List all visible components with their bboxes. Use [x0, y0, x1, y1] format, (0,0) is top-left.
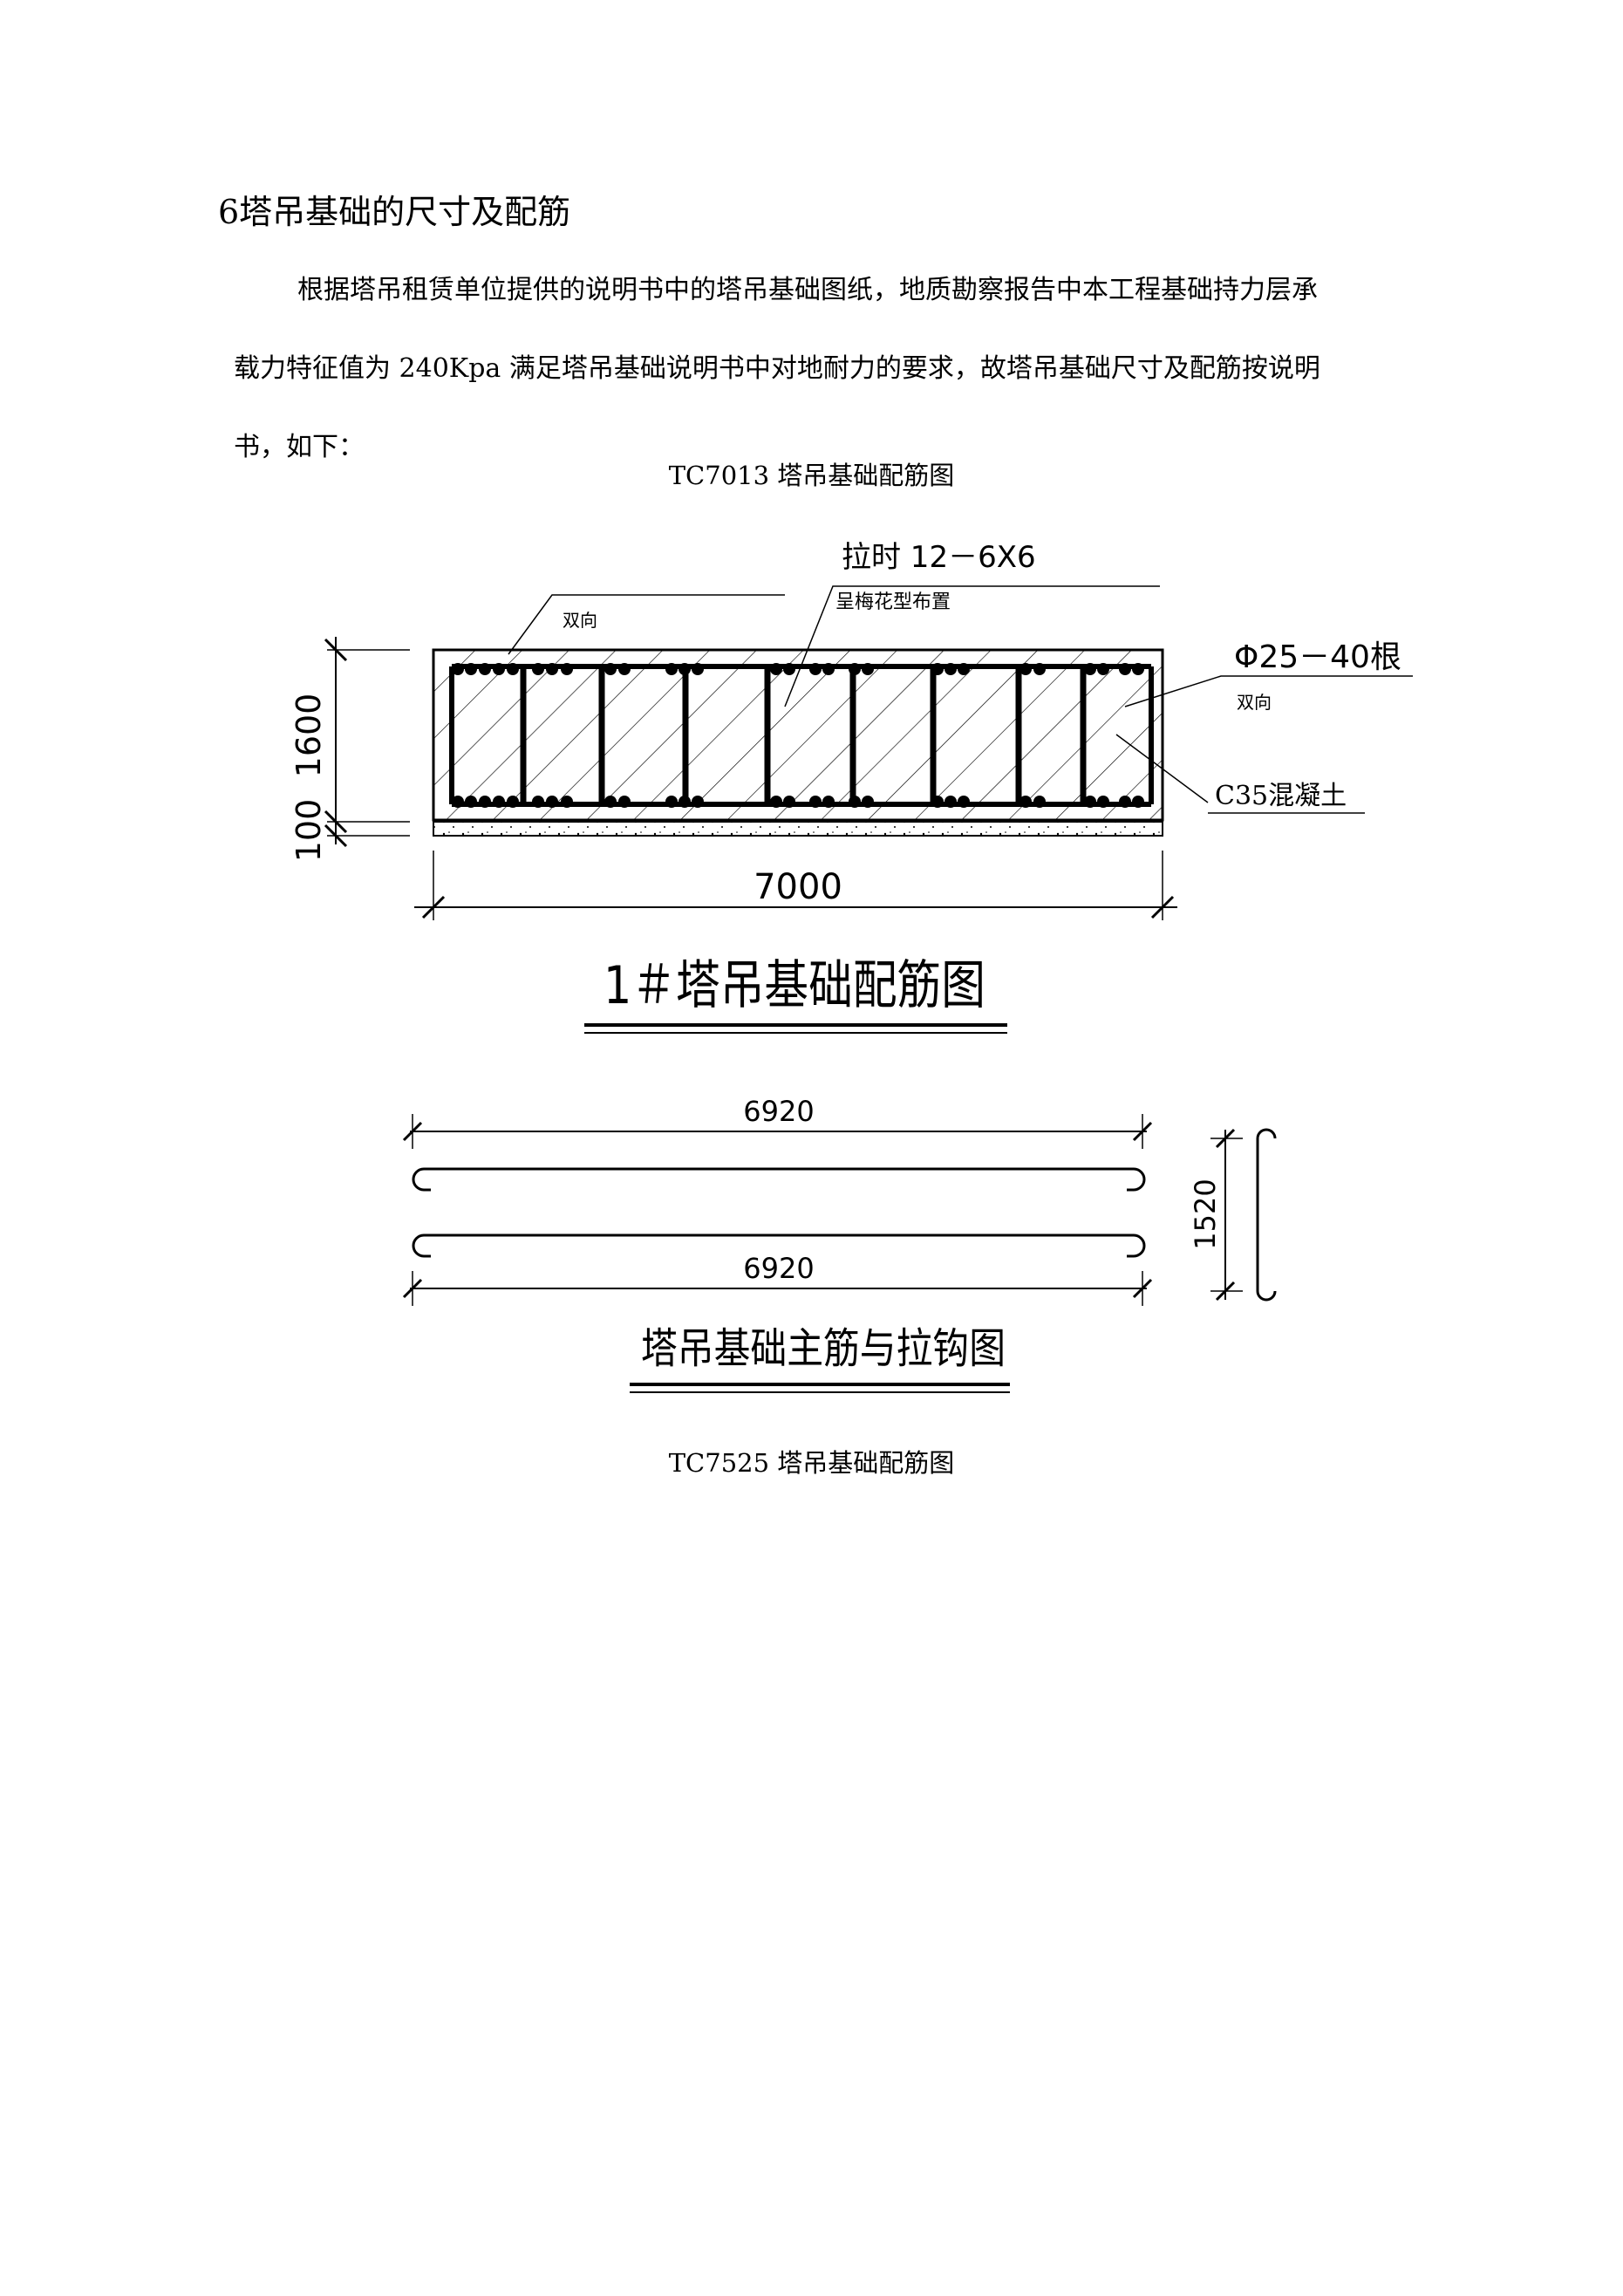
caption-tc7013: TC7013 塔吊基础配筋图 [668, 461, 955, 490]
paragraph-line-2: 载力特征值为 240Kpa 满足塔吊基础说明书中对地耐力的要求，故塔吊基础尺寸及… [234, 353, 1320, 384]
rebar-dot-16 [561, 796, 573, 808]
rebar-dot-4 [465, 796, 477, 808]
dim-base: 100 [290, 799, 328, 863]
rebar-dot-6 [479, 796, 491, 808]
rebar-dot-10 [507, 796, 519, 808]
rebar-dot-19 [618, 663, 631, 675]
label-both-right: 双向 [1237, 692, 1272, 713]
dim-hook: 1520 [1189, 1179, 1222, 1249]
rebar-dot-28 [770, 796, 782, 808]
rebar-dot-55 [1132, 663, 1144, 675]
rebar-dot-18 [604, 796, 617, 808]
dim-top: 6920 [743, 1095, 814, 1128]
section-heading: 6塔吊基础的尺寸及配筋 [218, 193, 571, 231]
label-both-left: 双向 [563, 610, 597, 631]
rebar-dot-42 [944, 796, 957, 808]
rebar-dot-49 [1084, 663, 1096, 675]
rebar-dot-21 [665, 663, 678, 675]
label-rebar: Φ25－40根 [1234, 639, 1401, 675]
rebar-dot-41 [944, 663, 957, 675]
rebar-dot-51 [1097, 663, 1109, 675]
drawing1-title: 1＃塔吊基础配筋图 [604, 955, 985, 1016]
rebar-dot-43 [958, 663, 970, 675]
rebar-dots [452, 663, 1144, 808]
rebar-dot-25 [692, 663, 704, 675]
rebar-dot-22 [665, 796, 678, 808]
rebar-hook-detail: 6920 6920 1520 塔吊基础主筋与拉钩图 [402, 1095, 1277, 1393]
rebar-dot-38 [862, 796, 874, 808]
rebar-dot-12 [532, 796, 544, 808]
label-concrete: C35混凝土 [1215, 781, 1347, 811]
rebar-dot-27 [770, 663, 782, 675]
rebar-dot-39 [931, 663, 944, 675]
rebar-dot-46 [1019, 796, 1032, 808]
rebar-dot-40 [931, 796, 944, 808]
rebar-dot-47 [1033, 663, 1046, 675]
drawing2-title: 塔吊基础主筋与拉钩图 [641, 1324, 1006, 1373]
rebar-dot-50 [1084, 796, 1096, 808]
rebar-dot-29 [783, 663, 795, 675]
rebar-dot-5 [479, 663, 491, 675]
rebar-dot-17 [604, 663, 617, 675]
rebar-dot-33 [822, 663, 835, 675]
paragraph-line-3: 书，如下： [234, 432, 365, 462]
rebar-dot-36 [849, 796, 861, 808]
rebar-dot-14 [546, 796, 558, 808]
dim-bottom: 6920 [743, 1252, 814, 1285]
rebar-dot-48 [1033, 796, 1046, 808]
rebar-dot-30 [783, 796, 795, 808]
foundation-body [432, 648, 1164, 822]
caption-tc7525: TC7525 塔吊基础配筋图 [668, 1448, 955, 1478]
rebar-dot-53 [1119, 663, 1131, 675]
rebar-dot-44 [958, 796, 970, 808]
rebar-dot-8 [493, 796, 505, 808]
hook-bar [1256, 1128, 1277, 1302]
rebar-dot-32 [809, 796, 822, 808]
dim-height: 1600 [290, 694, 328, 778]
rebar-dot-20 [618, 796, 631, 808]
rebar-dot-37 [862, 663, 874, 675]
paragraph-line-1: 根据塔吊租赁单位提供的说明书中的塔吊基础图纸，地质勘察报告中本工程基础持力层承 [297, 275, 1318, 305]
tie-bars [520, 666, 1087, 804]
rebar-dot-9 [507, 663, 519, 675]
rebar-dot-56 [1132, 796, 1144, 808]
rebar-dot-15 [561, 663, 573, 675]
rebar-dot-52 [1097, 796, 1109, 808]
rebar-dot-54 [1119, 796, 1131, 808]
dim-width: 7000 [754, 867, 842, 907]
rebar-dot-45 [1019, 663, 1032, 675]
rebar-dot-23 [679, 663, 691, 675]
rebar-dot-11 [532, 663, 544, 675]
rebar-dot-35 [849, 663, 861, 675]
foundation-section: 拉时 12－6X6 呈梅花型布置 双向 Φ25－40根 双向 C35混凝土 16… [290, 540, 1413, 1034]
rebar-dot-7 [493, 663, 505, 675]
rebar-dot-31 [809, 663, 822, 675]
rebar-dot-2 [452, 796, 464, 808]
label-tie: 拉时 12－6X6 [842, 540, 1036, 575]
rebar-dot-26 [692, 796, 704, 808]
rebar-dot-3 [465, 663, 477, 675]
rebar-dot-24 [679, 796, 691, 808]
label-plum: 呈梅花型布置 [835, 591, 951, 613]
rebar-dot-34 [822, 796, 835, 808]
body-paragraph: 根据塔吊租赁单位提供的说明书中的塔吊基础图纸，地质勘察报告中本工程基础持力层承 … [234, 251, 1507, 487]
rebar-dot-13 [546, 663, 558, 675]
main-rebar-1 [412, 1167, 1146, 1192]
rebar-dot-1 [452, 663, 464, 675]
main-rebar-2 [412, 1233, 1146, 1258]
bedding-layer [433, 821, 1163, 837]
